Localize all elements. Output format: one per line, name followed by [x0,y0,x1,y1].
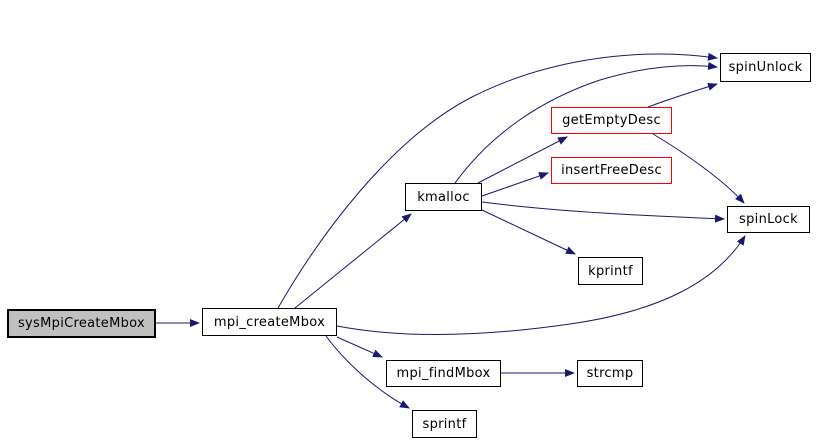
edge-mpi_createMbox-to-spinLock [336,235,746,335]
edge-mpi_createMbox-to-mpi_findMbox [336,336,383,358]
edge-mpi_createMbox-to-spinUnlock [277,52,718,309]
node-mpi_createMbox[interactable]: mpi_createMbox [202,308,337,336]
edge-kmalloc-to-getEmptyDesc [477,136,568,184]
node-strcmp[interactable]: strcmp [577,360,643,387]
node-kprintf[interactable]: kprintf [578,257,643,285]
node-insertFreeDesc[interactable]: insertFreeDesc [551,157,672,184]
node-kmalloc[interactable]: kmalloc [405,183,482,211]
edge-kmalloc-to-spinUnlock [454,62,718,184]
node-getEmptyDesc[interactable]: getEmptyDesc [551,107,672,134]
edge-kmalloc-to-spinLock [481,201,725,223]
node-spinLock[interactable]: spinLock [727,206,810,233]
node-sprintf[interactable]: sprintf [412,410,477,438]
node-mpi_findMbox[interactable]: mpi_findMbox [386,360,501,387]
node-spinUnlock[interactable]: spinUnlock [720,53,811,82]
edge-getEmptyDesc-to-spinLock [652,133,745,204]
edge-mpi_createMbox-to-kmalloc [294,213,412,309]
node-sysMpiCreateMbox: sysMpiCreateMbox [7,309,156,338]
edge-getEmptyDesc-to-spinUnlock [647,82,718,108]
edge-mpi_createMbox-to-sprintf [325,335,410,409]
edge-kmalloc-to-kprintf [481,209,576,255]
edge-kmalloc-to-insertFreeDesc [481,172,549,197]
